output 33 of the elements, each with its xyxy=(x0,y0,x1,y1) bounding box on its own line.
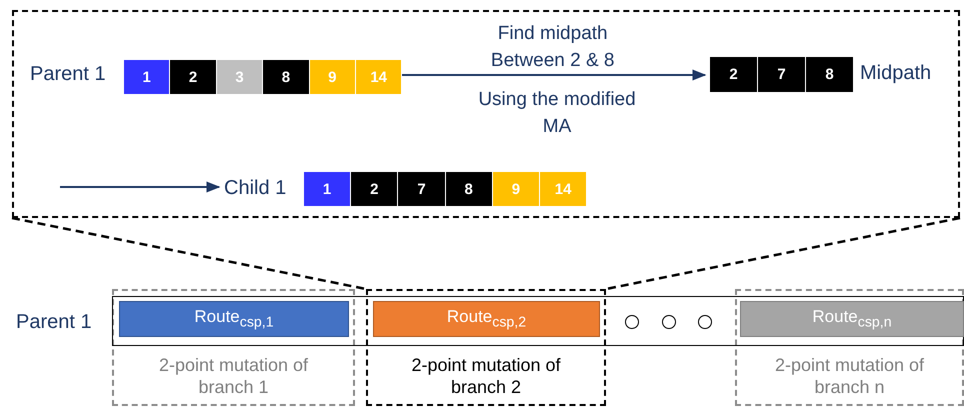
gene-block: 2 xyxy=(710,57,758,92)
ellipsis-circle xyxy=(662,315,676,329)
gene-block: 1 xyxy=(304,172,352,206)
row-label: Child 1 xyxy=(224,177,286,200)
row-label: Parent 1 xyxy=(30,63,106,86)
gene-block: 8 xyxy=(446,172,493,206)
zoom-frame xyxy=(12,10,960,218)
gene-block: 9 xyxy=(492,172,540,206)
mutation-caption: 2-point mutation of branch n xyxy=(774,354,926,398)
gene-block: 1 xyxy=(124,60,170,94)
arrow xyxy=(60,181,220,193)
arrow xyxy=(400,69,706,81)
gene-block: 14 xyxy=(356,60,402,94)
gene-block: 9 xyxy=(310,60,356,94)
mutation-caption: 2-point mutation of branch 2 xyxy=(410,354,562,398)
zoom-line xyxy=(606,216,960,290)
row-label: Parent 1 xyxy=(16,311,92,334)
gene-block: 8 xyxy=(263,60,310,94)
gene-block: 2 xyxy=(351,172,398,206)
zoom-line xyxy=(12,216,366,290)
gene-block: 7 xyxy=(758,57,806,92)
gene-block: 14 xyxy=(540,172,588,206)
gene-block: 7 xyxy=(398,172,446,206)
gene-block: 2 xyxy=(170,60,217,94)
gene-block: 8 xyxy=(806,57,854,92)
route-bar: Route$_{csp,1}$ xyxy=(119,301,349,337)
route-bar: Route$_{csp,n}$ xyxy=(740,301,964,337)
mutation-caption: 2-point mutation of branch 1 xyxy=(158,354,310,398)
route-bar: Route$_{csp,2}$ xyxy=(373,301,600,337)
ellipsis-circle xyxy=(625,315,639,329)
row-label: Midpath xyxy=(860,62,932,85)
gene-block: 3 xyxy=(216,60,264,94)
ellipsis-circle xyxy=(698,315,712,329)
